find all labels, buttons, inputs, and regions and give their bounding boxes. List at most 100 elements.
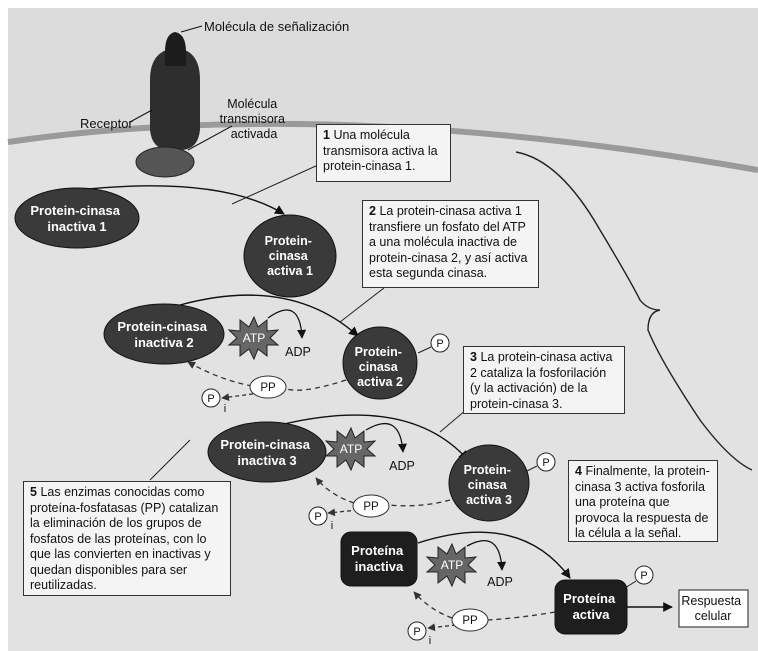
kinase3-active-label: Protein- cinasa activa 3: [464, 463, 515, 507]
protein-active-label: Proteína activa: [563, 591, 619, 622]
kinase2-inactive-line2: inactiva 2: [134, 335, 193, 350]
kinase2-inactive: [103, 303, 225, 365]
step2-text: La protein-cinasa activa 1 transfiere un…: [369, 204, 528, 280]
step5-box: 5 Las enzimas conocidas como proteína-fo…: [23, 481, 231, 596]
pi-3-label: P: [314, 511, 321, 523]
relay-label-line3: activada: [231, 127, 278, 141]
protein-inactive-line1: Proteína: [351, 543, 404, 558]
atp-burst-4: [425, 542, 478, 588]
cellular-response-line2: celular: [695, 609, 732, 623]
step2-leader: [339, 287, 385, 323]
phosphate-4-link: [624, 580, 637, 589]
kinase2-active-line2: cinasa: [359, 360, 399, 374]
pp-path-2a: [283, 379, 347, 391]
kinase1-active-label: Protein- cinasa activa 1: [265, 234, 316, 278]
kinase1-active-line2: cinasa: [269, 249, 309, 263]
phosphate-4-label: P: [640, 570, 647, 582]
step1-box: 1 Una molécula transmisora activa la pro…: [316, 124, 451, 182]
step4-number: 4: [575, 464, 582, 478]
kinase1-inactive: [14, 187, 140, 249]
kinase3-active-line2: cinasa: [468, 478, 508, 492]
kinase2-active-line3: activa 2: [357, 375, 403, 389]
step4-box: 4 Finalmente, la protein-cinasa 3 activa…: [568, 460, 718, 542]
pp-arrow-3: [315, 477, 355, 504]
kinase3-active-line1: Protein-: [464, 463, 511, 477]
pi-3: [308, 506, 328, 526]
phosphate-2: [430, 333, 450, 353]
step5-leader: [149, 439, 191, 481]
adp-label-2: ADP: [285, 345, 311, 359]
step2-box: 2 La protein-cinasa activa 1 transfiere …: [362, 200, 539, 288]
step3-text: La protein-cinasa activa 2 cataliza la f…: [470, 350, 613, 411]
phosphate-3: [536, 452, 556, 472]
atp-label-3: ATP: [340, 442, 362, 456]
protein-inactive-line2: inactiva: [355, 559, 404, 574]
activation-arrow-3: [283, 414, 469, 461]
pi-2: [201, 388, 221, 408]
kinase3-active-line3: activa 3: [466, 493, 512, 507]
relay-molecule-label: Molécula transmisora activada: [220, 97, 289, 141]
kinase1-active-line3: activa 1: [267, 264, 313, 278]
step3-number: 3: [470, 350, 477, 364]
kinase1-active-line1: Protein-: [265, 234, 312, 248]
relay-label-line2: transmisora: [220, 112, 285, 126]
pi-arrow-2: [221, 392, 261, 401]
relay-label-line1: Molécula: [227, 97, 277, 111]
kinase3-inactive-label: Protein-cinasa inactiva 3: [220, 437, 313, 468]
cellular-response-box: [678, 589, 749, 628]
receptor: [150, 48, 200, 150]
cellular-response-label: Respuesta celular: [681, 594, 744, 623]
relay-molecule: [135, 146, 195, 178]
kinase1-inactive-line1: Protein-cinasa: [30, 203, 120, 218]
signal-molecule: [165, 32, 186, 66]
step4-text: Finalmente, la protein-cinasa 3 activa f…: [575, 464, 710, 540]
protein-active-line2: activa: [573, 607, 611, 622]
kinase3-inactive: [207, 421, 327, 483]
kinase1-inactive-line2: inactiva 1: [47, 219, 106, 234]
step3-leader: [439, 409, 467, 433]
pp-enzyme-3: [352, 494, 390, 518]
kinase3-active: [448, 444, 530, 522]
protein-inactive-label: Proteína inactiva: [351, 543, 407, 574]
kinase1-inactive-label: Protein-cinasa inactiva 1: [30, 203, 123, 234]
pi-2-label: P: [207, 393, 214, 405]
phosphate-4: [634, 565, 654, 585]
activation-arrow-1: [77, 185, 285, 215]
step5-text: Las enzimas conocidas como proteína-fosf…: [30, 485, 219, 592]
step5-number: 5: [30, 485, 37, 499]
kinase2-active-line1: Protein-: [355, 345, 402, 359]
pi-4-label: P: [413, 626, 420, 638]
pi-arrow-4: [427, 623, 457, 632]
signal-molecule-label: Molécula de señalización: [204, 19, 349, 34]
atp-to-adp-arrow-2: [267, 309, 307, 339]
atp-label-2: ATP: [243, 331, 265, 345]
pp-label-2: PP: [260, 382, 276, 394]
pp-label-3: PP: [363, 501, 379, 513]
adp-label-4: ADP: [487, 575, 513, 589]
phosphate-2-link: [417, 346, 432, 354]
kinase2-active: [342, 326, 418, 400]
step1-text: Una molécula transmisora activa la prote…: [323, 128, 438, 173]
atp-to-adp-arrow-4: [466, 540, 507, 571]
kinase2-inactive-label: Protein-cinasa inactiva 2: [117, 319, 210, 350]
pp-label-4: PP: [462, 615, 478, 627]
pi-4: [407, 621, 427, 641]
pi-2-subscript: i: [224, 403, 226, 415]
atp-to-adp-arrow-3: [365, 422, 407, 453]
pi-4-subscript: i: [429, 635, 431, 647]
protein-active-line1: Proteína: [563, 591, 616, 606]
atp-burst-2: [227, 315, 280, 361]
pp-arrow-4: [413, 591, 453, 619]
signal-molecule-leader: [180, 25, 203, 33]
step2-number: 2: [369, 204, 376, 218]
kinase1-active: [243, 214, 337, 298]
adp-label-3: ADP: [389, 459, 415, 473]
cascade-brace: [515, 151, 753, 471]
pp-enzyme-4: [451, 608, 489, 632]
kinase2-inactive-line1: Protein-cinasa: [117, 319, 207, 334]
pp-enzyme-2: [249, 375, 287, 399]
atp-burst-3: [324, 426, 377, 472]
atp-label-4: ATP: [441, 558, 463, 572]
protein-inactive: [340, 531, 418, 587]
activation-arrow-2: [179, 294, 359, 337]
